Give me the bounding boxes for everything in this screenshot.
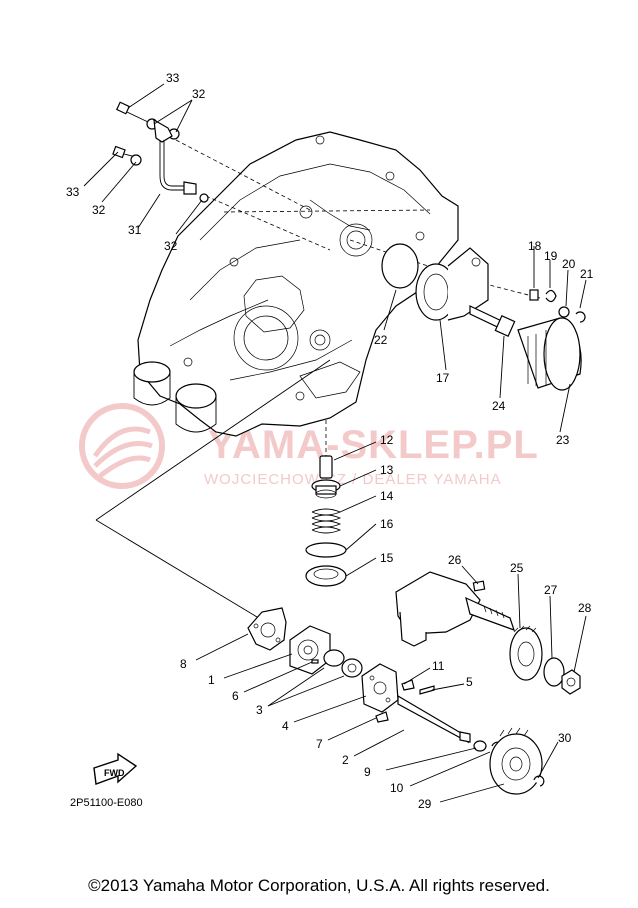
washer-20 bbox=[558, 306, 570, 318]
pin-5 bbox=[419, 685, 435, 695]
crankcase-ports bbox=[133, 361, 217, 433]
oil-filter-23 bbox=[517, 317, 582, 391]
callout-12: 12 bbox=[380, 433, 394, 447]
callout-7: 7 bbox=[316, 737, 323, 751]
oil-pump-body-1 bbox=[289, 625, 331, 675]
callout-numbers: 33 32 33 32 31 32 22 17 18 19 20 21 24 2… bbox=[66, 71, 594, 811]
pump-cover-4 bbox=[361, 663, 399, 713]
pump-shaft-2 bbox=[397, 694, 471, 744]
callout-3: 3 bbox=[256, 703, 263, 717]
o-ring-16 bbox=[305, 542, 347, 558]
fwd-arrow-icon: FWD bbox=[93, 752, 138, 785]
callout-26: 26 bbox=[448, 553, 462, 567]
watermark: YAMA-SKLEP.PL WOJCIECHOWICZ / DEALER YAM… bbox=[79, 403, 539, 489]
callout-20: 20 bbox=[562, 257, 576, 271]
callout-13: 13 bbox=[380, 463, 394, 477]
filter-housing-17 bbox=[415, 247, 489, 321]
callout-11: 11 bbox=[432, 659, 445, 673]
watermark-logo bbox=[79, 403, 165, 489]
callout-22: 22 bbox=[374, 333, 388, 347]
callout-1: 1 bbox=[208, 673, 215, 687]
circlip-21 bbox=[575, 311, 586, 323]
callout-18: 18 bbox=[528, 239, 542, 253]
oil-pipe-assembly bbox=[112, 101, 209, 203]
spring-14 bbox=[311, 508, 342, 534]
watermark-subtitle: WOJCIECHOWICZ / DEALER YAMAHA bbox=[204, 471, 502, 488]
small-parts-18-21 bbox=[529, 289, 586, 323]
shaft-assembly bbox=[395, 571, 515, 647]
spring-19 bbox=[545, 289, 557, 303]
washer-32-left bbox=[130, 154, 142, 166]
fwd-label: FWD bbox=[104, 768, 125, 778]
gear-25 bbox=[509, 625, 543, 681]
screw-7 bbox=[375, 711, 389, 723]
nut-28 bbox=[561, 669, 581, 695]
oil-seal-15 bbox=[305, 565, 347, 587]
rotor-set-3 bbox=[323, 649, 363, 678]
callout-31: 31 bbox=[128, 223, 142, 237]
callout-10: 10 bbox=[390, 781, 404, 795]
callout-9: 9 bbox=[364, 765, 371, 779]
callout-16: 16 bbox=[380, 517, 394, 531]
callout-32-upper: 32 bbox=[192, 87, 206, 101]
callout-33-lower: 33 bbox=[66, 185, 80, 199]
diagram-code: 2P51100-E080 bbox=[70, 797, 143, 809]
callout-5: 5 bbox=[466, 675, 473, 689]
callout-8: 8 bbox=[180, 657, 187, 671]
bolt-33-upper bbox=[115, 101, 149, 123]
pin-6 bbox=[311, 659, 319, 664]
drive-gear-29 bbox=[489, 727, 543, 795]
plug-13 bbox=[311, 479, 341, 499]
callout-2: 2 bbox=[342, 753, 349, 767]
pin-18 bbox=[529, 289, 539, 301]
clip-30 bbox=[533, 775, 545, 787]
callout-23: 23 bbox=[556, 433, 570, 447]
stud-bolt-24 bbox=[469, 305, 516, 337]
key-26 bbox=[472, 580, 486, 592]
copyright-notice: ©2013 Yamaha Motor Corporation, U.S.A. A… bbox=[88, 876, 550, 895]
callout-29: 29 bbox=[418, 797, 432, 811]
crankcase-left bbox=[137, 131, 459, 437]
callout-32-lower: 32 bbox=[164, 239, 178, 253]
watermark-title: YAMA-SKLEP.PL bbox=[208, 423, 539, 467]
callout-32-left: 32 bbox=[92, 203, 106, 217]
callout-19: 19 bbox=[544, 249, 558, 263]
washer-9 bbox=[473, 740, 487, 752]
leader-lines bbox=[83, 83, 587, 803]
callout-27: 27 bbox=[544, 583, 558, 597]
callout-24: 24 bbox=[492, 399, 506, 413]
nozzle-12 bbox=[319, 455, 333, 479]
callout-33-upper: 33 bbox=[166, 71, 180, 85]
o-ring-22 bbox=[381, 243, 419, 289]
callout-14: 14 bbox=[380, 489, 394, 503]
callout-28: 28 bbox=[578, 601, 592, 615]
callout-4: 4 bbox=[282, 719, 289, 733]
relief-valve-stack bbox=[305, 455, 347, 587]
callout-6: 6 bbox=[232, 689, 239, 703]
washer-27 bbox=[543, 657, 565, 687]
callout-21: 21 bbox=[580, 267, 594, 281]
callout-30: 30 bbox=[558, 731, 572, 745]
callout-17: 17 bbox=[436, 371, 450, 385]
callout-15: 15 bbox=[380, 551, 394, 565]
callout-25: 25 bbox=[510, 561, 524, 575]
gasket-8 bbox=[247, 607, 287, 651]
